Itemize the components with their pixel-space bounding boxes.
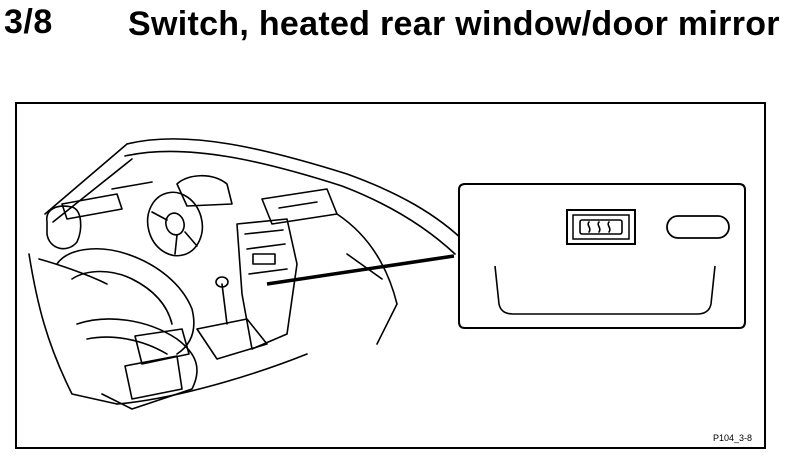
mirror-switch-slot bbox=[666, 215, 730, 239]
heated-rear-window-icon bbox=[579, 219, 623, 235]
dashboard-illustration bbox=[28, 138, 746, 410]
switch-detail-inset bbox=[458, 183, 746, 329]
section-number: 3/8 bbox=[4, 3, 53, 41]
heated-rear-window-switch bbox=[566, 209, 636, 245]
illustration-frame: P104_3-8 bbox=[15, 102, 766, 449]
pointer-line bbox=[266, 254, 455, 286]
figure-reference-code: P104_3-8 bbox=[712, 433, 752, 443]
section-title: Switch, heated rear window/door mirror bbox=[128, 5, 780, 43]
console-outline bbox=[494, 265, 716, 315]
